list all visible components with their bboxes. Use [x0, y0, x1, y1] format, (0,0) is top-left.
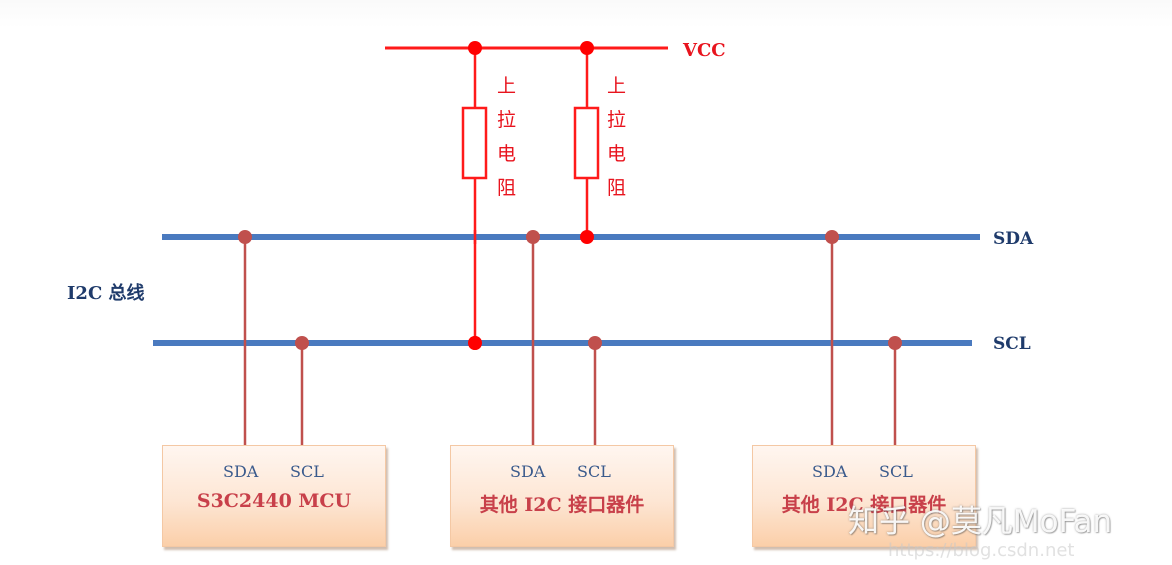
- device-2-name: 其他 I2C 接口器件: [479, 494, 645, 516]
- pullup-1-vcc-junction: [468, 41, 482, 55]
- top-band: [0, 0, 1172, 28]
- pullup-2-label-char: 电: [607, 143, 626, 165]
- pullup-1-label-char: 拉: [497, 109, 516, 131]
- pullup-1-label-char: 电: [497, 143, 516, 165]
- device-1-sda-pin-label: SDA: [223, 462, 259, 481]
- device-2-sda-junction: [526, 230, 540, 244]
- device-2-scl-pin-label: SCL: [577, 462, 611, 481]
- scl-bus-label: SCL: [993, 334, 1031, 354]
- sda-bus-label: SDA: [993, 229, 1034, 249]
- pullup-2-vcc-junction: [580, 41, 594, 55]
- device-1-name: S3C2440 MCU: [196, 490, 352, 512]
- device-2-sda-pin-label: SDA: [510, 462, 546, 481]
- device-2-scl-junction: [588, 336, 602, 350]
- device-1-sda-junction: [238, 230, 252, 244]
- device-box-other-1: SDA SCL 其他 I2C 接口器件: [450, 445, 674, 547]
- device-1-scl-junction: [295, 336, 309, 350]
- pullup-2-label-char: 拉: [607, 109, 626, 131]
- device-1-scl-pin-label: SCL: [290, 462, 324, 481]
- vcc-label: VCC: [682, 40, 726, 61]
- pullup-1-scl-junction-top: [468, 336, 482, 350]
- watermark-url: https://blog.csdn.net: [888, 540, 1075, 561]
- pullup-2-sda-junction: [580, 230, 594, 244]
- watermark: 知乎 @莫凡MoFan: [848, 504, 1113, 540]
- pullup-1-label-char: 阻: [497, 177, 516, 199]
- pullup-2-label-char: 阻: [607, 177, 626, 199]
- pullup-1-label-char: 上: [497, 75, 516, 97]
- device-3-sda-pin-label: SDA: [812, 462, 848, 481]
- i2c-bus-label: I2C 总线: [67, 282, 145, 304]
- pullup-2-resistor: [573, 106, 600, 180]
- device-3-sda-junction: [825, 230, 839, 244]
- pullup-2-label-char: 上: [607, 75, 626, 97]
- device-3-name: 其他 I2C 接口器件: [781, 494, 947, 516]
- device-box-other-2: SDA SCL 其他 I2C 接口器件: [752, 445, 976, 547]
- device-box-mcu: SDA SCL S3C2440 MCU: [162, 445, 386, 547]
- pullup-1-resistor: [461, 106, 488, 180]
- device-3-scl-pin-label: SCL: [879, 462, 913, 481]
- device-3-scl-junction: [888, 336, 902, 350]
